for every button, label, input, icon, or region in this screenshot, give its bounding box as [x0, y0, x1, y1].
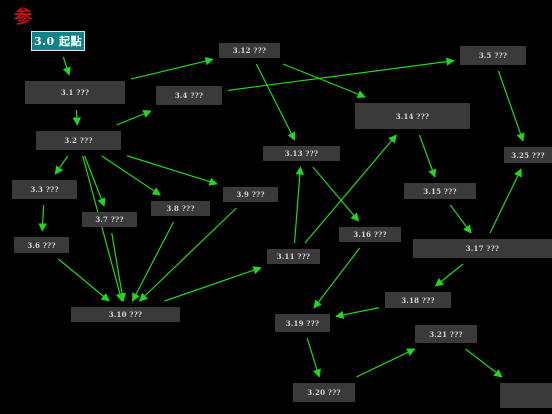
chapter-node-3-17[interactable]: 3.17 ???	[413, 239, 552, 258]
chapter-node-3-1[interactable]: 3.1 ???	[25, 81, 125, 104]
chapter-node-3-14[interactable]: 3.14 ???	[355, 103, 470, 129]
chapter-node-3-21[interactable]: 3.21 ???	[415, 325, 477, 343]
flow-arrow-n310-to-n311	[164, 266, 262, 302]
chapter-node-3-13[interactable]: 3.13 ???	[263, 146, 340, 161]
flow-arrow-n32-to-n38	[101, 155, 161, 196]
game-logo-icon: 参	[14, 7, 32, 28]
chapter-node-3-9[interactable]: 3.9 ???	[223, 187, 278, 202]
chapter-node-3-19[interactable]: 3.19 ???	[275, 314, 330, 332]
flow-arrow-n317-to-n325	[489, 168, 522, 234]
flow-arrow-n31-to-n312	[130, 56, 214, 80]
flow-arrow-n36-to-n310	[58, 258, 110, 302]
chapter-node-3-11[interactable]: 3.11 ???	[267, 249, 320, 264]
chapter-node-3-5[interactable]: 3.5 ???	[460, 46, 526, 65]
chapter-node-3-3[interactable]: 3.3 ???	[12, 180, 77, 199]
chapter-node-3-6[interactable]: 3.6 ???	[14, 237, 69, 253]
chapter-node-3-16[interactable]: 3.16 ???	[339, 227, 401, 242]
flow-arrow-n31-to-n32	[72, 109, 82, 126]
flow-arrow-n34-to-n35	[227, 57, 455, 91]
chapter-node-3-18[interactable]: 3.18 ???	[385, 292, 451, 308]
chapter-node-3-25[interactable]: 3.25 ???	[504, 147, 552, 163]
chapter-node-3-8[interactable]: 3.8 ???	[151, 201, 210, 216]
flow-arrow-n32-to-n33	[54, 155, 69, 175]
chapter-node-3-4[interactable]: 3.4 ???	[156, 86, 222, 105]
flow-arrow-n312-to-n314	[282, 63, 366, 99]
flow-arrow-n312-to-n313	[255, 63, 296, 141]
chapter-node-3-12[interactable]: 3.12 ???	[219, 43, 280, 58]
flow-arrow-n32-to-n39	[126, 155, 218, 186]
chapter-node-3-10[interactable]: 3.10 ???	[71, 307, 180, 322]
chapter-node-3-7[interactable]: 3.7 ???	[82, 212, 137, 227]
flow-arrow-n320-to-n321	[356, 348, 416, 378]
flow-arrow-n316-to-n319	[313, 247, 361, 309]
chapter-node-next[interactable]	[500, 383, 552, 408]
flow-arrow-n38-to-n310	[131, 221, 175, 302]
chapter-node-3-0-start[interactable]: 3.0 起點	[31, 31, 85, 51]
chapter-node-3-15[interactable]: 3.15 ???	[404, 183, 476, 199]
flow-arrow-n319-to-n320	[306, 337, 321, 378]
flow-arrow-n39-to-n310	[138, 207, 237, 302]
flow-arrow-n32-to-n37	[84, 155, 106, 207]
flow-arrow-n37-to-n310	[111, 232, 127, 302]
flow-arrow-n32-to-n34	[116, 109, 152, 126]
flow-arrow-n32-to-n310	[82, 155, 124, 302]
chapter-node-3-2[interactable]: 3.2 ???	[36, 131, 121, 150]
flow-arrow-n317-to-n318	[434, 263, 464, 287]
flow-arrow-n321-to-n3x	[465, 348, 503, 378]
flow-arrow-n318-to-n319	[335, 307, 380, 319]
flow-arrow-n30-to-n31	[62, 56, 71, 76]
flow-arrow-n311-to-n313	[293, 166, 305, 244]
flow-arrow-n313-to-n316	[312, 166, 360, 222]
flow-arrow-n33-to-n36	[38, 204, 47, 232]
chapter-node-3-20[interactable]: 3.20 ???	[293, 383, 355, 402]
flow-arrow-n35-to-n325	[497, 70, 525, 142]
flow-arrow-n315-to-n317	[449, 204, 472, 234]
flow-arrow-n314-to-n315	[418, 134, 437, 178]
